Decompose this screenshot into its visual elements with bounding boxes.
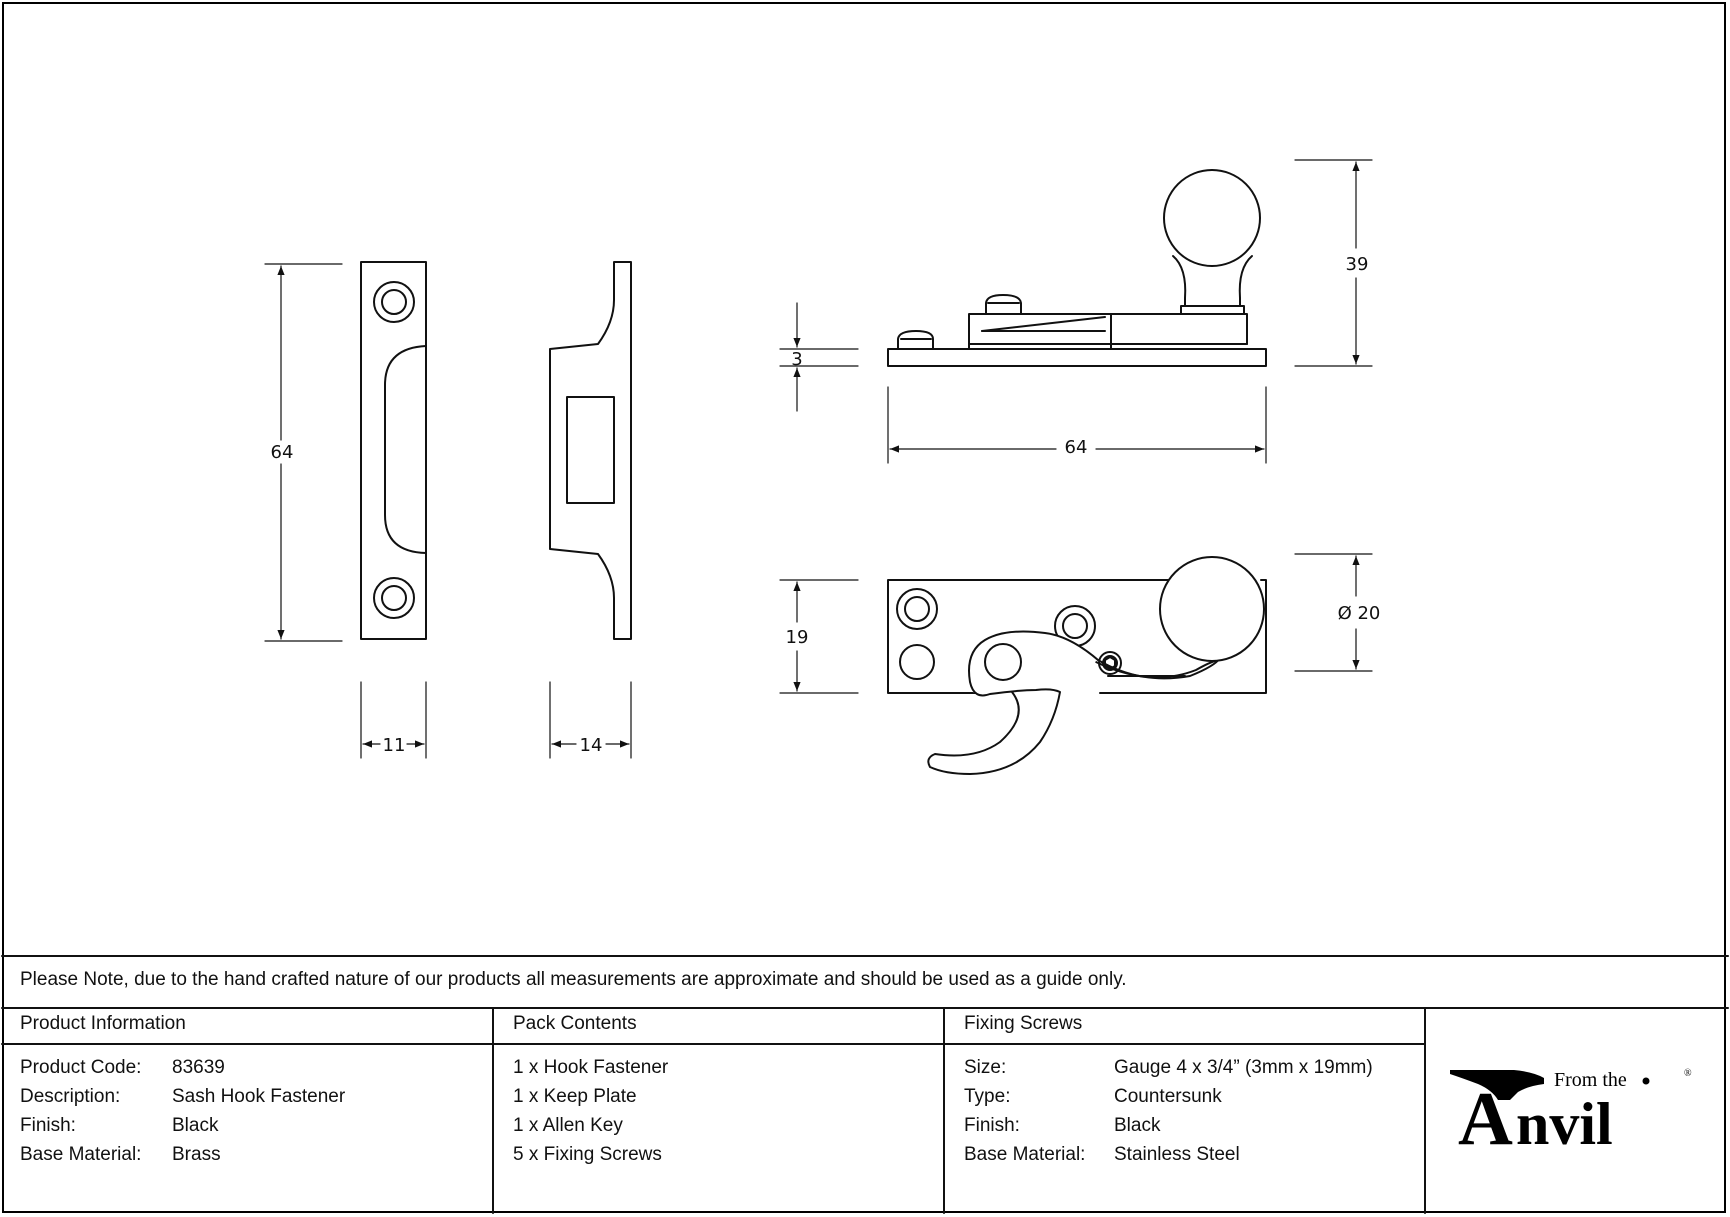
knob-diameter-label: Ø 20 bbox=[1338, 603, 1381, 624]
keep-plate-front-view bbox=[360, 261, 427, 640]
total-height-dimension bbox=[1294, 159, 1373, 367]
measurement-note: Please Note, due to the hand crafted nat… bbox=[20, 969, 1127, 990]
plate-width-label: 19 bbox=[786, 627, 809, 648]
product-information-heading: Product Information bbox=[20, 1013, 186, 1034]
knob-diameter-dimension bbox=[1294, 553, 1373, 672]
pack-item: 1 x Keep Plate bbox=[513, 1086, 637, 1107]
pack-item: 5 x Fixing Screws bbox=[513, 1144, 662, 1165]
plate-width-dimension bbox=[779, 579, 859, 694]
product-info-row: Base Material:Brass bbox=[20, 1144, 221, 1165]
keep-plate-side-view bbox=[549, 261, 632, 640]
total-height-label: 39 bbox=[1346, 254, 1369, 275]
from-the-anvil-logo: From the ® A nvil bbox=[1450, 1068, 1692, 1150]
keep-depth-label: 14 bbox=[580, 735, 603, 756]
keep-width-label: 11 bbox=[383, 735, 406, 756]
fixing-screw-row: Type:Countersunk bbox=[964, 1086, 1222, 1107]
length-dimension bbox=[887, 386, 1267, 464]
svg-text:From the: From the bbox=[1554, 1069, 1627, 1091]
product-info-row: Finish:Black bbox=[20, 1115, 219, 1136]
base-thickness-dimension bbox=[779, 302, 859, 412]
fixing-screws-heading: Fixing Screws bbox=[964, 1013, 1083, 1034]
keep-depth-dimension bbox=[549, 681, 632, 759]
keep-height-dimension bbox=[264, 263, 343, 642]
fixing-screw-row: Base Material:Stainless Steel bbox=[964, 1144, 1240, 1165]
base-thickness-label: 3 bbox=[791, 349, 802, 370]
fastener-plan-view bbox=[887, 556, 1267, 775]
svg-text:®: ® bbox=[1684, 1068, 1692, 1079]
pack-item: 1 x Allen Key bbox=[513, 1115, 623, 1136]
pack-contents-heading: Pack Contents bbox=[513, 1013, 637, 1034]
pack-item: 1 x Hook Fastener bbox=[513, 1057, 669, 1078]
keep-width-dimension bbox=[360, 681, 427, 759]
title-block-grid bbox=[1, 955, 1729, 1214]
product-info-row: Product Code:83639 bbox=[20, 1057, 225, 1078]
length-label: 64 bbox=[1065, 437, 1088, 458]
fixing-screw-row: Size:Gauge 4 x 3/4” (3mm x 19mm) bbox=[964, 1057, 1373, 1078]
fastener-side-view bbox=[887, 169, 1267, 367]
svg-text:A: A bbox=[1458, 1077, 1513, 1150]
svg-text:nvil: nvil bbox=[1516, 1091, 1613, 1150]
keep-height-label: 64 bbox=[271, 442, 294, 463]
fixing-screw-row: Finish:Black bbox=[964, 1115, 1161, 1136]
product-info-row: Description:Sash Hook Fastener bbox=[20, 1086, 346, 1107]
